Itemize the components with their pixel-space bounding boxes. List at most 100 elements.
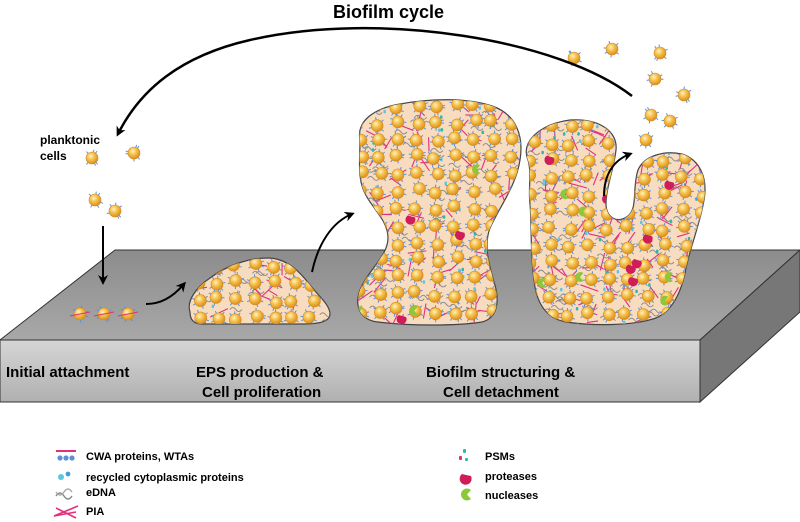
small-molecule [575,306,579,311]
nuclease-icon [461,488,471,501]
bacterial-cell [691,119,706,136]
small-molecule [473,287,476,291]
bacterial-cell [406,200,424,217]
bacterial-cell [370,131,388,148]
small-molecule [366,281,369,285]
bacterial-cell [227,272,244,290]
small-molecule [211,304,215,309]
bacterial-cell [357,148,370,166]
edna-strand [368,240,381,246]
bacterial-cell [192,292,209,309]
bacterial-cell [389,166,407,184]
pia-strand [568,182,588,189]
edna-strand [673,215,686,221]
bacterial-cell [464,131,481,149]
bacterial-cell [501,220,516,237]
small-molecule [579,139,582,143]
small-molecule [541,150,544,155]
pia-strand [598,130,610,145]
bacterial-cell [210,310,227,324]
edna-strand [430,147,444,153]
bacterial-cell [426,217,444,234]
edna-strand [374,281,388,287]
small-molecule [634,127,638,132]
bacterial-cell [564,119,581,136]
small-molecule [648,283,651,287]
bacterial-cell [564,272,579,290]
small-molecule [562,132,566,136]
legend-label-pia: PIA [86,506,104,518]
bacterial-cell [444,180,462,197]
bacterial-cell [369,233,384,250]
bacterial-cell [601,239,617,257]
pia-strand [390,177,402,186]
small-molecule [639,151,642,155]
bacterial-cell [639,287,656,305]
bacterial-cell [465,148,482,165]
edna-strand [551,119,564,122]
pia-strand [508,177,511,191]
pia-strand [357,211,361,227]
small-molecule [639,220,643,225]
legend-label-psm: PSMs [485,451,515,463]
bacterial-cell [391,237,407,254]
pia-strand [614,165,629,168]
small-molecule [542,178,546,183]
bacterial-cell [369,184,386,202]
small-molecule [461,267,465,272]
bacterial-cell [501,234,517,252]
nuclease [654,126,663,137]
bacterial-cell [283,308,299,324]
bacterial-cell [616,119,634,132]
protease [608,198,619,208]
bacterial-cell [466,200,482,218]
pia-strand [614,119,628,122]
pia-strand [347,227,357,241]
small-molecule [622,162,625,167]
bacterial-cell [357,198,371,216]
bacterial-cell [427,305,444,323]
bacterial-cell [675,119,692,136]
bacterial-cell [486,130,502,148]
edna-strand [518,114,521,120]
edna-icon [55,488,73,500]
bacterial-cell [638,131,654,149]
small-molecule [371,148,375,152]
pia-strand [369,191,381,208]
stage-label-structuring: Biofilm structuring & [426,364,575,381]
edna-strand [448,162,461,168]
small-molecule [542,182,545,186]
edna-strand [433,282,447,288]
bacterial-cell [425,150,442,168]
pia-strand [617,179,624,195]
bacterial-cell [407,132,424,149]
small-molecule [528,235,531,240]
bacterial-cell [677,134,695,151]
stage-label-attachment: Initial attachment [6,364,129,381]
bacterial-cell [675,200,693,218]
pia-strand [506,194,521,199]
pia-strand [617,198,634,205]
small-molecule [652,135,656,140]
bacterial-cell [267,272,282,290]
bacterial-cell [408,164,425,181]
small-molecule [478,106,482,110]
small-molecule [444,181,448,186]
cycle-return-arrow [116,26,633,137]
edna-strand [556,210,570,216]
small-molecule [667,151,671,155]
small-molecule [438,128,441,132]
bacterial-cell [449,270,464,287]
small-molecule [557,237,561,241]
bacterial-cell [449,248,467,266]
bacterial-cell [618,286,636,303]
small-molecule [616,269,620,274]
edna-strand [439,301,453,307]
small-molecule [511,208,514,212]
edna-strand [558,234,572,240]
bacterial-cell [602,256,619,274]
pia-strand [268,289,278,297]
pia-strand [357,240,368,250]
bacterial-cell [578,236,596,253]
